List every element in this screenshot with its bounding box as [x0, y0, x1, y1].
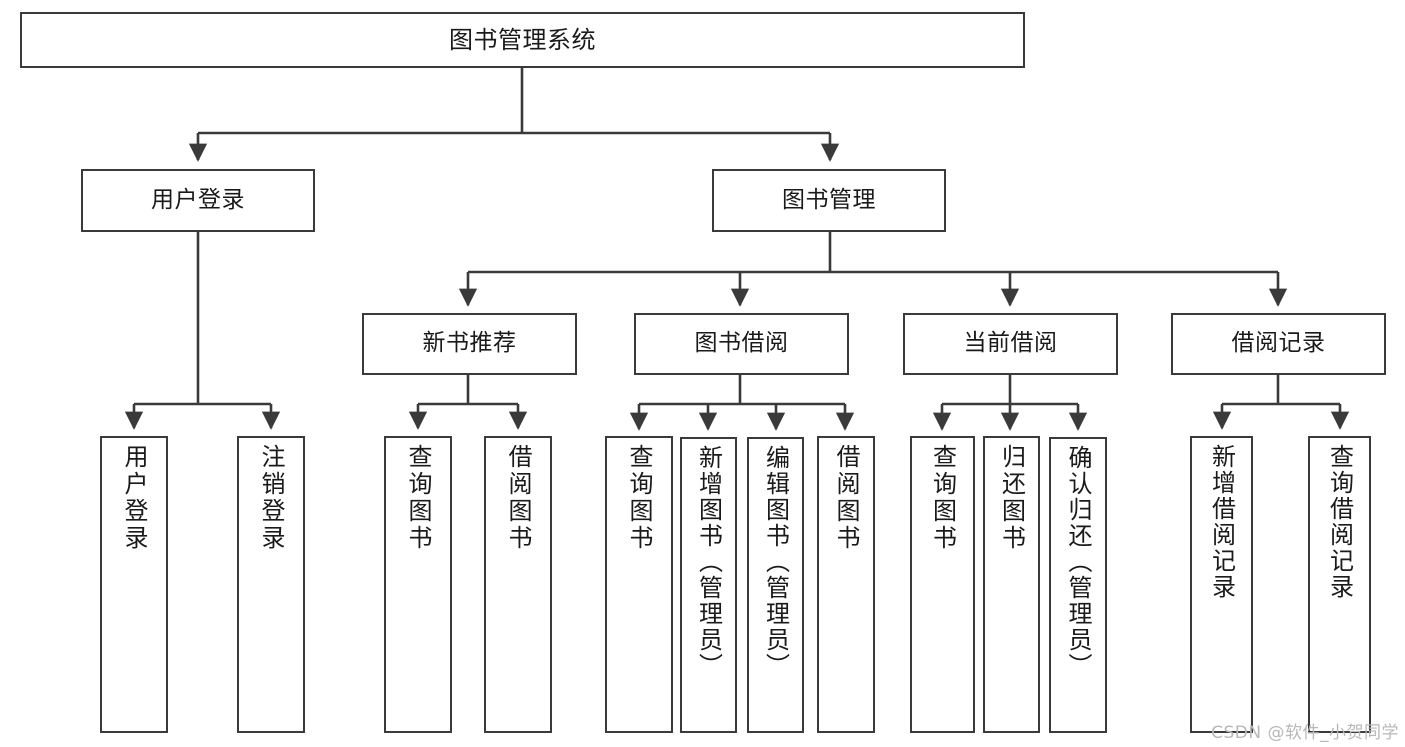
node-book-management[interactable]: 图书管理: [712, 169, 946, 232]
node-new-book-recommend[interactable]: 新书推荐: [362, 313, 577, 375]
node-label: 归还图书: [997, 444, 1026, 552]
leaf-new-book-borrow[interactable]: 借阅图书: [484, 436, 552, 733]
node-label: 编辑图书（管理员）: [761, 445, 790, 679]
node-label: 查询图书: [625, 444, 653, 552]
leaf-new-book-query[interactable]: 查询图书: [384, 436, 452, 733]
node-label: 图书管理: [782, 186, 876, 213]
node-root-system[interactable]: 图书管理系统: [20, 12, 1025, 68]
leaf-borrow-record-add[interactable]: 新增借阅记录: [1190, 436, 1253, 733]
leaf-borrow-record-query[interactable]: 查询借阅记录: [1308, 436, 1371, 733]
node-label: 用户登录: [120, 444, 148, 552]
node-label: 图书借阅: [694, 330, 789, 357]
leaf-user-login-logout[interactable]: 注销登录: [237, 436, 305, 733]
node-label: 确认归还（管理员）: [1064, 445, 1092, 679]
node-label: 查询图书: [404, 444, 432, 552]
node-label: 借阅记录: [1231, 330, 1326, 357]
node-label: 图书管理系统: [449, 25, 596, 54]
leaf-book-borrow-query[interactable]: 查询图书: [605, 436, 673, 733]
node-current-borrow[interactable]: 当前借阅: [903, 313, 1118, 375]
leaf-current-borrow-confirm-admin[interactable]: 确认归还（管理员）: [1049, 437, 1107, 733]
node-label: 当前借阅: [963, 330, 1058, 357]
node-label: 借阅图书: [832, 444, 860, 552]
node-borrow-record[interactable]: 借阅记录: [1171, 313, 1386, 375]
node-label: 新书推荐: [422, 330, 517, 357]
leaf-book-borrow-add-admin[interactable]: 新增图书（管理员）: [680, 437, 737, 733]
node-label: 新增借阅记录: [1207, 444, 1236, 600]
leaf-user-login-login[interactable]: 用户登录: [100, 436, 168, 733]
leaf-book-borrow-borrow[interactable]: 借阅图书: [817, 436, 875, 733]
node-label: 用户登录: [151, 186, 245, 213]
leaf-book-borrow-edit-admin[interactable]: 编辑图书（管理员）: [747, 437, 804, 733]
node-label: 查询借阅记录: [1325, 444, 1354, 600]
node-label: 注销登录: [257, 444, 285, 552]
node-user-login[interactable]: 用户登录: [81, 169, 315, 232]
node-label: 新增图书（管理员）: [694, 445, 723, 679]
node-label: 查询图书: [928, 444, 957, 552]
leaf-current-borrow-query[interactable]: 查询图书: [910, 436, 975, 733]
node-book-borrow[interactable]: 图书借阅: [634, 313, 849, 375]
leaf-current-borrow-return[interactable]: 归还图书: [983, 436, 1040, 733]
node-label: 借阅图书: [504, 444, 532, 552]
watermark-text: CSDN @软件_小贺同学: [1211, 723, 1399, 743]
